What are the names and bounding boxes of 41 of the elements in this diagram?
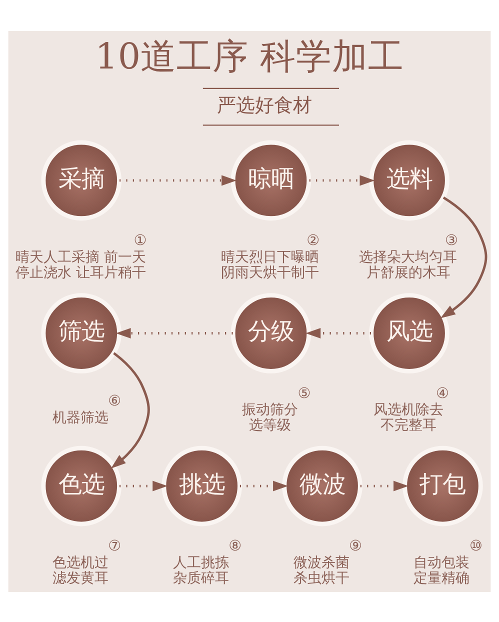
node-label: ③ — [444, 232, 458, 249]
label: 严选好食材 — [216, 94, 312, 116]
node-label: 人工挑拣杂质碎耳 — [172, 554, 229, 586]
node-label: 自动包装定量精确 — [414, 554, 470, 586]
node-circle: 色选 — [41, 445, 122, 526]
node-label: ④ — [436, 385, 450, 402]
arrow — [309, 174, 375, 186]
node-label: ⑤ — [298, 385, 311, 402]
node-label: 晴天人工采摘 前一天停止浇水 让耳片稍干 — [16, 248, 146, 280]
arrow — [110, 352, 150, 468]
node-label: 微波杀菌杀虫烘干 — [293, 554, 350, 586]
node-label: 机器筛选 — [52, 409, 108, 426]
node-label: ⑩ — [469, 538, 482, 554]
arrow — [440, 196, 488, 318]
node-circle: 选料 — [369, 140, 450, 220]
node-circle: 微波 — [282, 445, 362, 526]
node-label: ② — [306, 232, 320, 249]
node-label: ⑧ — [228, 538, 242, 554]
arrow — [306, 328, 372, 338]
node-circle: 打包 — [402, 445, 483, 526]
node-circle: 挑选 — [162, 445, 242, 526]
arrow — [120, 174, 237, 186]
node-circle: 晾晒 — [230, 140, 312, 220]
node-label: 振动筛分选等级 — [242, 402, 298, 434]
node-circle: 采摘 — [41, 140, 122, 220]
node-label: ⑨ — [349, 538, 362, 554]
arrow — [240, 480, 288, 491]
node-circle: 筛选 — [41, 292, 122, 373]
node-circle: 分级 — [230, 292, 312, 373]
arrow — [360, 480, 408, 491]
node-label: ① — [134, 232, 147, 249]
node-label: 选择朵大均匀耳片舒展的木耳 — [359, 248, 458, 280]
node-label: ⑥ — [108, 393, 122, 410]
node-label: 色选机过滤发黄耳 — [52, 554, 108, 586]
arrow — [119, 480, 168, 491]
node-label: 晴天烈日下曝晒阴雨天烘干制干 — [220, 248, 319, 280]
node-circle: 风选 — [369, 292, 450, 373]
diagram-title: 10道工序 科学加工 — [95, 36, 404, 77]
node-label: 风选机除去不完整耳 — [374, 402, 444, 434]
node-label: ⑦ — [108, 538, 122, 554]
arrow — [116, 328, 233, 338]
